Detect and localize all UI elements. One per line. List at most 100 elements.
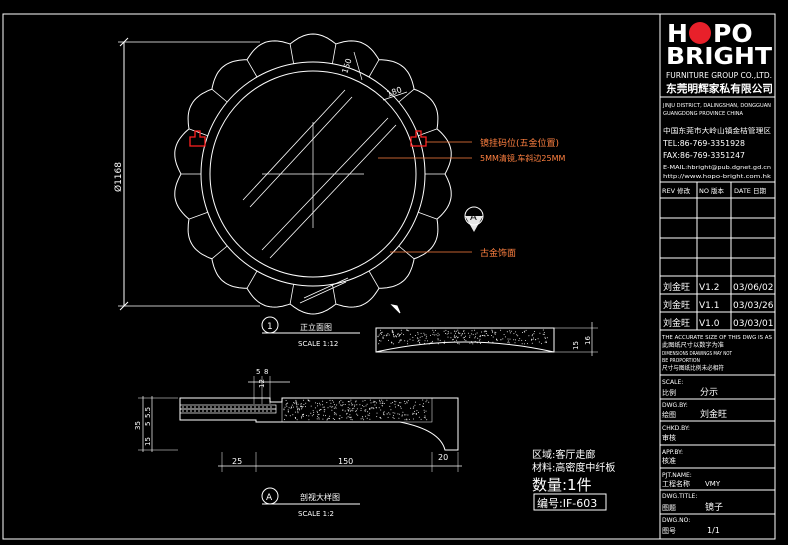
hatch-dot	[300, 404, 302, 406]
hatch-dot	[496, 339, 498, 341]
hatch-dot	[452, 339, 454, 341]
hatch-dot	[399, 340, 401, 342]
hatch-dot	[455, 330, 457, 332]
section-profile	[179, 397, 459, 451]
hatch-dot	[383, 334, 385, 336]
hatch-dot	[453, 336, 455, 338]
hatch-dot	[526, 343, 528, 345]
hatch-dot	[338, 402, 340, 404]
hatch-dot	[362, 400, 364, 402]
hatch-dot	[291, 404, 293, 406]
section-marker-label: A	[470, 212, 477, 223]
hatch-dot	[531, 335, 533, 337]
hatch-dot	[369, 412, 371, 414]
rev-row2-by: 刘金旺	[663, 299, 690, 311]
hatch-dot	[540, 343, 542, 345]
hatch-dot	[429, 342, 431, 344]
hatch-dot	[295, 402, 297, 404]
hatch-dot	[414, 401, 416, 403]
hatch-dot	[296, 403, 298, 405]
drawn-by-label-cn: 绘图	[662, 410, 676, 419]
strip-dim-16: 16	[584, 336, 592, 345]
hatch-dot	[392, 402, 393, 404]
hatch-dot	[458, 333, 460, 334]
hatch-dot	[297, 403, 299, 405]
hatch-dot	[492, 336, 494, 338]
hatch-dot	[471, 342, 473, 344]
hatch-dot	[374, 404, 376, 406]
hatch-dot	[392, 332, 394, 334]
hatch-dot	[327, 407, 329, 409]
hatch-dot	[364, 400, 366, 401]
hatch-dot	[450, 332, 452, 334]
frame-profile-strip: 15 16	[375, 322, 598, 356]
hatch-dot	[423, 403, 424, 405]
hatch-dot	[355, 400, 357, 402]
hatch-dot	[504, 336, 506, 338]
hatch-dot	[454, 337, 456, 339]
hatch-dot	[414, 404, 416, 406]
info-area: 区域:客厅走廊	[532, 448, 595, 461]
hatch-dot	[400, 402, 402, 404]
hatch-dot	[335, 407, 337, 409]
hatch-dot	[333, 404, 335, 406]
hatch-dot	[543, 334, 545, 335]
frame-segment-line	[246, 270, 258, 289]
hatch-dot	[397, 332, 399, 334]
hatch-dot	[296, 406, 298, 408]
hatch-dot	[521, 343, 523, 345]
hatch-dot	[472, 343, 474, 345]
hatch-dot	[359, 404, 361, 406]
hatch-dot	[294, 417, 296, 419]
hatch-dot	[319, 409, 321, 411]
hatch-dot	[333, 407, 335, 409]
hatch-dot	[379, 402, 381, 404]
hatch-dot	[301, 415, 303, 417]
hatch-dot	[311, 415, 313, 417]
drawing-no-value: 1/1	[707, 526, 720, 535]
hatch-dot	[483, 331, 485, 333]
info-material: 材料:高密度中纤板	[532, 461, 615, 474]
hatch-dot	[397, 334, 399, 336]
hatch-dot	[323, 406, 325, 408]
hatch-dot	[375, 402, 377, 404]
hatch-dot	[331, 409, 333, 411]
hatch-dot	[392, 416, 394, 418]
hatch-dot	[475, 333, 477, 335]
sec-dim-25: 25	[232, 457, 242, 466]
hatch-dot	[457, 343, 459, 344]
hatch-dot	[409, 333, 411, 335]
hatch-dot	[414, 410, 415, 412]
hatch-dot	[390, 341, 392, 343]
hatch-dot	[329, 405, 331, 407]
hatch-dot	[439, 339, 441, 341]
hatch-dot	[318, 417, 320, 419]
hatch-dot	[297, 411, 299, 413]
hatch-dot	[500, 339, 502, 341]
hatch-dot	[465, 340, 467, 342]
hatch-dot	[457, 336, 459, 338]
rev-row3-ver: V1.0	[699, 319, 720, 329]
hatch-dot	[348, 410, 350, 412]
hatch-dot	[496, 338, 497, 340]
hatch-dot	[361, 405, 363, 407]
hatch-dot	[388, 339, 389, 341]
hatch-dot	[332, 418, 334, 420]
hatch-dot	[386, 334, 388, 336]
sec-dim-5-5: 5.5	[144, 407, 152, 418]
hatch-dot	[383, 413, 384, 415]
hatch-dot	[479, 336, 481, 338]
hatch-dot	[372, 401, 374, 403]
hatch-dot	[348, 404, 350, 406]
rev-row2-date: 03/03/26	[733, 301, 774, 311]
hatch-dot	[405, 414, 407, 416]
frame-segment-line	[418, 211, 438, 220]
hatch-dot	[516, 334, 518, 336]
hatch-dot	[521, 339, 523, 341]
hatch-dot	[325, 415, 326, 417]
hatch-dot	[537, 338, 539, 340]
hatch-dot	[417, 411, 419, 413]
hatch-dot	[380, 417, 382, 419]
hatch-dot	[446, 333, 448, 335]
